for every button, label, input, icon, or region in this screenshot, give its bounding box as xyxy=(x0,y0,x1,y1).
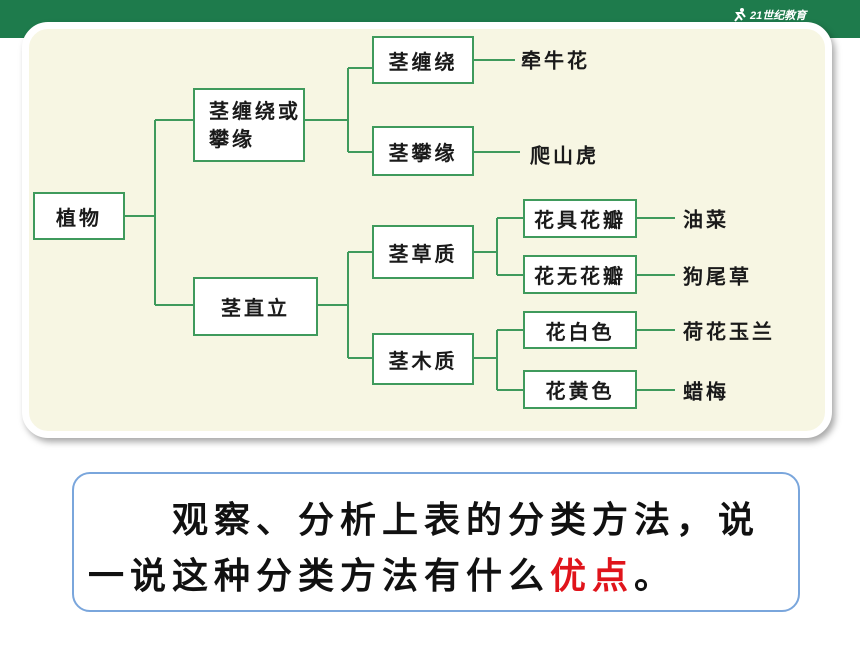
leaf-boston-ivy: 爬山虎 xyxy=(530,143,599,168)
node-root: 植物 xyxy=(33,192,125,240)
node-woody-stem-label: 茎木质 xyxy=(388,348,458,373)
node-creeping-stem-label: 茎攀缘 xyxy=(388,140,458,165)
node-no-petals: 花无花瓣 xyxy=(523,255,637,294)
node-root-label: 植物 xyxy=(56,205,102,230)
question-line-2-suffix: 。 xyxy=(634,555,677,597)
node-creeping-stem: 茎攀缘 xyxy=(372,126,474,176)
logo: 21世纪教育 xyxy=(733,5,806,25)
question-line-2: 一说这种分类方法有什么优点。 xyxy=(88,554,676,598)
node-climbing-stem: 茎缠绕或攀缘 xyxy=(193,88,305,162)
node-yellow-flower-label: 花黄色 xyxy=(545,379,615,403)
node-has-petals-label: 花具花瓣 xyxy=(534,208,626,232)
node-white-flower: 花白色 xyxy=(523,311,637,349)
node-yellow-flower: 花黄色 xyxy=(523,370,637,409)
question-line-2-prefix: 一说这种分类方法有什么 xyxy=(88,555,551,597)
logo-runner-icon xyxy=(734,8,746,22)
question-box: 观察、分析上表的分类方法，说 一说这种分类方法有什么优点。 xyxy=(72,472,800,612)
node-herbaceous-stem: 茎草质 xyxy=(372,225,474,279)
node-twining-stem-label: 茎缠绕 xyxy=(388,49,458,74)
node-twining-stem: 茎缠绕 xyxy=(372,36,474,84)
node-herbaceous-stem-label: 茎草质 xyxy=(388,241,458,266)
node-no-petals-label: 花无花瓣 xyxy=(534,264,626,288)
node-upright-stem-label: 茎直立 xyxy=(221,296,290,320)
node-climbing-stem-label: 茎缠绕或攀缘 xyxy=(209,99,301,151)
node-has-petals: 花具花瓣 xyxy=(523,199,637,238)
question-line-1: 观察、分析上表的分类方法，说 xyxy=(172,499,761,541)
leaf-foxtail: 狗尾草 xyxy=(683,264,752,289)
question-highlight: 优点 xyxy=(550,555,635,597)
node-upright-stem: 茎直立 xyxy=(193,277,318,336)
leaf-magnolia: 荷花玉兰 xyxy=(683,319,775,344)
node-white-flower-label: 花白色 xyxy=(545,319,615,344)
node-woody-stem: 茎木质 xyxy=(372,333,474,385)
leaf-morning-glory: 牵牛花 xyxy=(521,48,590,73)
leaf-wintersweet: 蜡梅 xyxy=(683,379,729,404)
logo-text: 21世纪教育 xyxy=(750,10,807,22)
leaf-rapeseed: 油菜 xyxy=(683,207,729,232)
